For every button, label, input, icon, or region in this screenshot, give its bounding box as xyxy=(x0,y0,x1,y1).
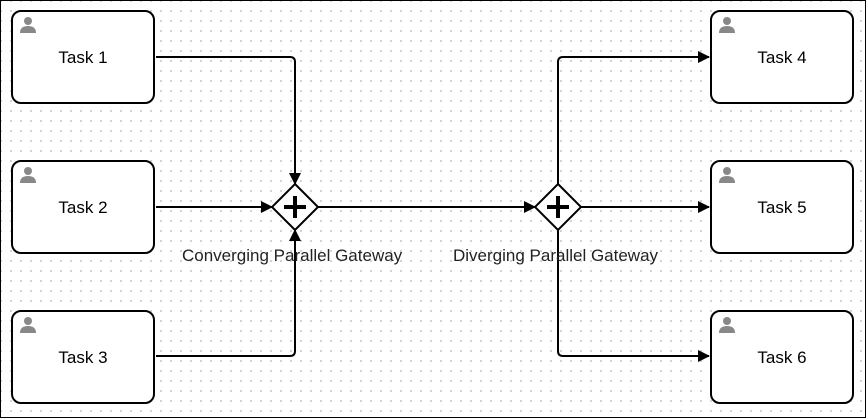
user-icon xyxy=(20,17,36,33)
user-icon xyxy=(719,317,735,333)
task-3[interactable]: Task 3 xyxy=(11,310,155,404)
flow-task1-to-converging[interactable] xyxy=(156,56,301,185)
flow-task3-to-converging[interactable] xyxy=(156,229,301,357)
converging-gateway[interactable] xyxy=(270,182,320,232)
user-icon xyxy=(719,17,735,33)
task-5[interactable]: Task 5 xyxy=(710,160,854,254)
task-label: Task 1 xyxy=(58,48,108,67)
task-2[interactable]: Task 2 xyxy=(11,160,155,254)
task-label: Task 2 xyxy=(58,198,108,217)
converging-gateway-label: Converging Parallel Gateway xyxy=(182,246,403,265)
task-label: Task 5 xyxy=(757,198,807,217)
parallel-gateway-plus-icon xyxy=(547,196,569,218)
task-label: Task 3 xyxy=(58,348,108,367)
task-1[interactable]: Task 1 xyxy=(11,10,155,104)
user-icon xyxy=(719,167,735,183)
flow-diverging-to-task4[interactable] xyxy=(557,51,710,184)
user-icon xyxy=(20,317,36,333)
parallel-gateway-plus-icon xyxy=(284,196,306,218)
task-6[interactable]: Task 6 xyxy=(710,310,854,404)
flow-diverging-to-task6[interactable] xyxy=(557,230,710,362)
diverging-gateway-label: Diverging Parallel Gateway xyxy=(453,246,659,265)
task-4[interactable]: Task 4 xyxy=(710,10,854,104)
user-icon xyxy=(20,167,36,183)
diverging-gateway[interactable] xyxy=(533,182,583,232)
task-label: Task 4 xyxy=(757,48,807,67)
task-label: Task 6 xyxy=(757,348,807,367)
